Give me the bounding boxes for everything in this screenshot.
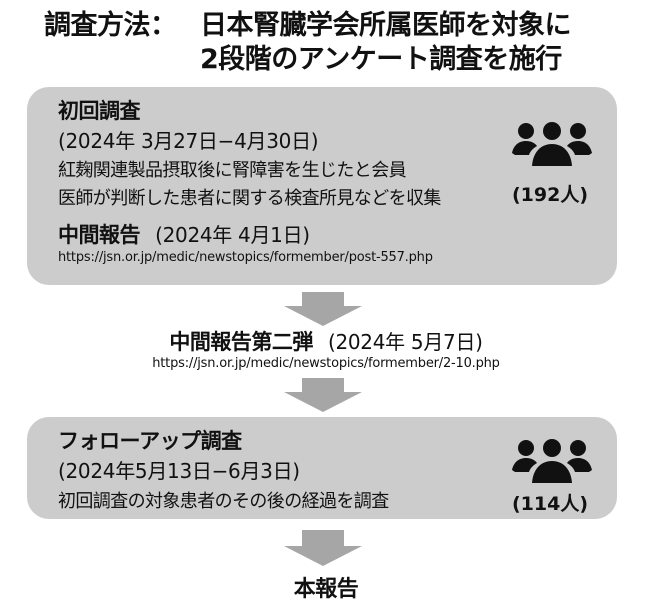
down-arrow-icon (284, 378, 362, 412)
initial-survey-title: 初回調査 (58, 99, 141, 123)
people-group-icon (512, 122, 592, 166)
interim-report-2-title: 中間報告第二弾 (169, 330, 313, 354)
people-group-icon (512, 439, 592, 483)
initial-survey-description-2: 医師が判断した患者に関する検査所見などを収集 (58, 188, 441, 209)
followup-survey-count: (114人) (512, 493, 589, 515)
initial-survey-box: 初回調査 (2024年 3月27日−4月30日) 紅麹関連製品摂取後に腎障害を生… (27, 87, 617, 285)
followup-survey-box: フォローアップ調査 (2024年5月13日−6月3日) 初回調査の対象患者のその… (27, 417, 617, 519)
followup-survey-description: 初回調査の対象患者のその後の経過を調査 (58, 491, 389, 512)
method-title-line2: 2段階のアンケート調査を施行 (200, 44, 562, 75)
down-arrow-icon (284, 530, 362, 566)
interim-report-2: 中間報告第二弾 (2024年 5月7日) (0, 326, 652, 356)
interim-report-1-title: 中間報告 (58, 223, 141, 247)
final-report-title: 本報告 (293, 577, 359, 602)
down-arrow-icon (284, 292, 362, 326)
interim-report-1: 中間報告 (2024年 4月1日) (58, 219, 310, 249)
initial-survey-period: (2024年 3月27日−4月30日) (58, 129, 319, 153)
initial-survey-count: (192人) (512, 184, 589, 206)
followup-survey-title: フォローアップ調査 (58, 429, 242, 453)
initial-survey-description-1: 紅麹関連製品摂取後に腎障害を生じたと会員 (58, 160, 407, 181)
interim-report-1-date: (2024年 4月1日) (155, 223, 310, 247)
interim-report-1-url[interactable]: https://jsn.or.jp/medic/newstopics/forme… (58, 250, 433, 265)
interim-report-2-url[interactable]: https://jsn.or.jp/medic/newstopics/forme… (152, 356, 500, 371)
interim-report-2-date: (2024年 5月7日) (327, 330, 483, 354)
method-label: 調査方法： (44, 10, 177, 41)
followup-survey-period: (2024年5月13日−6月3日) (58, 459, 300, 483)
method-title-line1: 日本腎臓学会所属医師を対象に (200, 10, 572, 41)
